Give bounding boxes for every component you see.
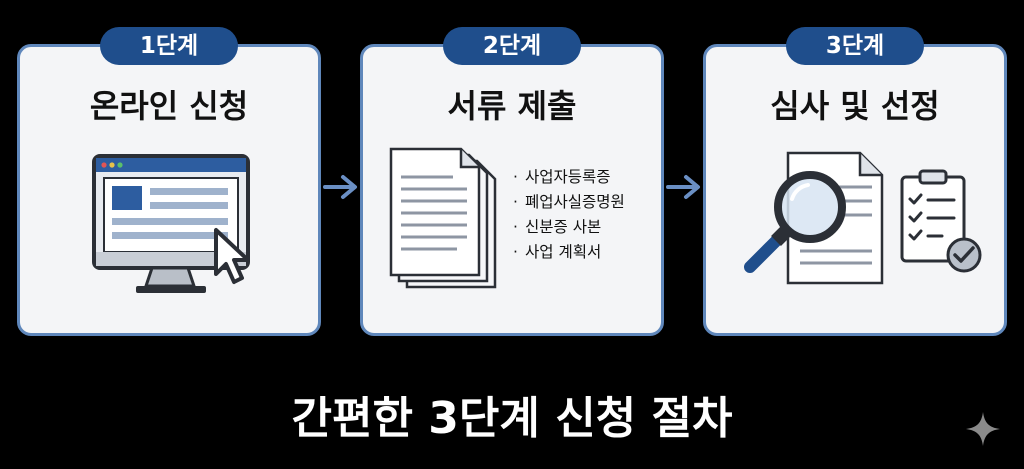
required-documents-list: ·사업자등록증 ·폐업사실증명원 ·신분증 사본 ·사업 계획서: [513, 165, 625, 265]
process-summary-title: 간편한 3단계 신청 절차: [291, 393, 733, 444]
arrow-right-icon: [666, 175, 700, 199]
step-badge-1: 1단계: [100, 27, 238, 65]
step-card-3: 3단계 심사 및 선정: [703, 27, 1007, 336]
step-title-3: 심사 및 선정: [770, 87, 940, 125]
document-item: ·폐업사실증명원: [513, 193, 625, 211]
arrow-right-icon: [323, 175, 357, 199]
document-item: ·사업 계획서: [513, 243, 602, 261]
document-item: ·사업자등록증: [513, 168, 611, 186]
document-item: ·신분증 사본: [513, 218, 602, 236]
document-stack-icon: [389, 147, 497, 289]
step-badge-2: 2단계: [443, 27, 581, 65]
step-card-1: 1단계 온라인 신청: [17, 27, 321, 336]
step-title-1: 온라인 신청: [89, 87, 249, 125]
sparkle-icon: [966, 412, 1000, 446]
step-title-2: 서류 제출: [447, 87, 577, 125]
step-card-2: 2단계 서류 제출 ·사업자등록증 ·폐업사실증명원 ·신분증 사본 ·사업 계…: [360, 27, 664, 336]
magnifier-clipboard-check-icon: [744, 151, 982, 285]
computer-monitor-cursor-icon: [92, 154, 250, 293]
step-badge-3: 3단계: [786, 27, 924, 65]
